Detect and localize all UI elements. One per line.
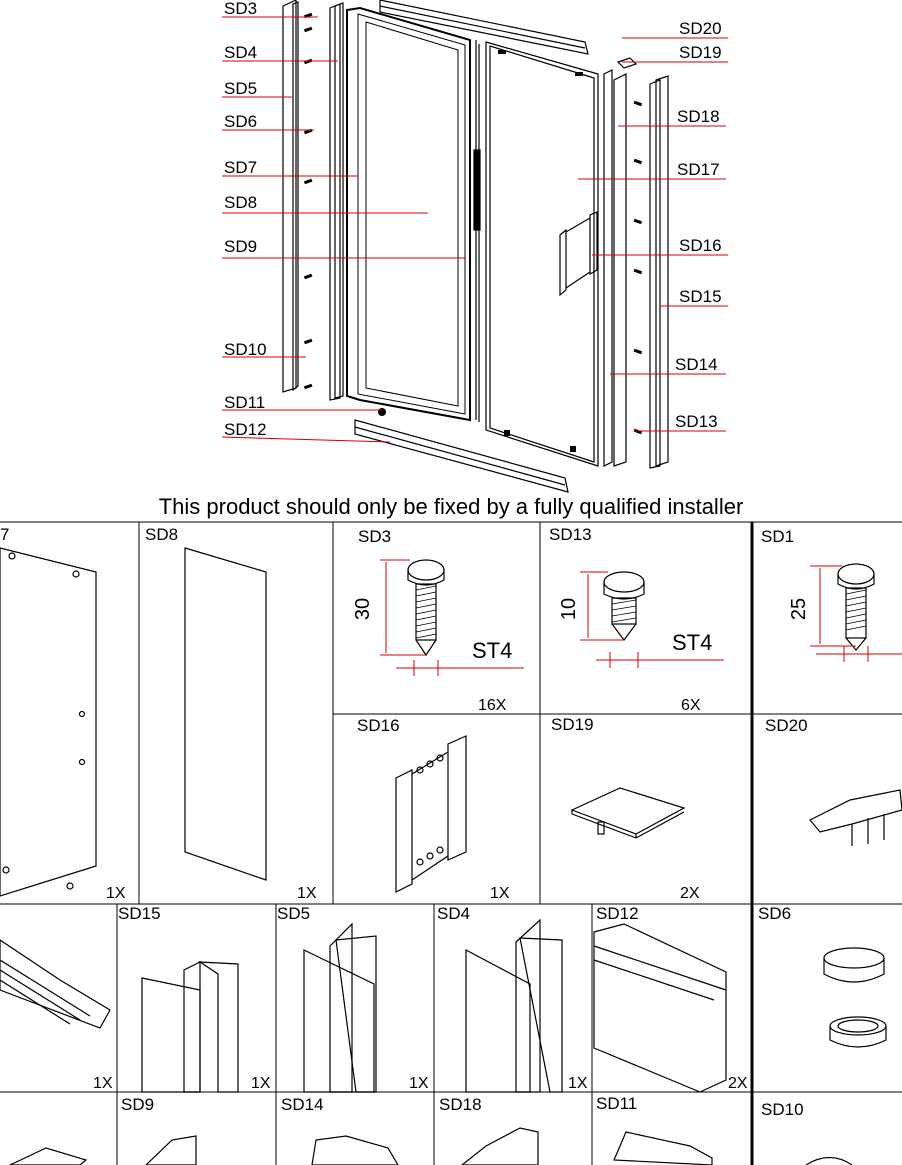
part-label: SD11	[596, 1094, 638, 1113]
callout-sd19: SD19	[679, 43, 722, 62]
part-label: SD1	[761, 527, 795, 546]
callout-sd17: SD17	[677, 160, 720, 179]
part-label: SD8	[145, 525, 179, 544]
callout-sd6: SD6	[224, 112, 258, 131]
part-quantity: 1X	[568, 1075, 588, 1092]
callout-sd3: SD3	[224, 0, 258, 18]
callout-sd4: SD4	[224, 43, 258, 62]
callout-sd20: SD20	[679, 19, 722, 38]
callout-sd9: SD9	[224, 237, 258, 256]
part-label: SD12	[596, 904, 639, 923]
part-quantity: 1X	[297, 885, 317, 902]
dimension-length: 25	[788, 597, 811, 621]
part-label: SD6	[758, 904, 792, 923]
part-quantity: 1X	[251, 1075, 271, 1092]
part-label: SD20	[765, 716, 808, 735]
callout-sd7: SD7	[224, 158, 258, 177]
part-label: SD13	[549, 525, 592, 544]
part-quantity: 2X	[728, 1075, 748, 1092]
part-quantity: 2X	[680, 885, 700, 902]
callout-sd18: SD18	[677, 107, 720, 126]
part-quantity: 1X	[93, 1075, 113, 1092]
part-label: SD5	[277, 904, 311, 923]
part-label: SD14	[281, 1095, 324, 1114]
callout-sd15: SD15	[679, 287, 722, 306]
callout-sd11: SD11	[224, 393, 266, 412]
callout-sd16: SD16	[679, 236, 722, 255]
part-quantity: 1X	[409, 1075, 429, 1092]
callout-sd8: SD8	[224, 193, 258, 212]
callout-sd10: SD10	[224, 340, 267, 359]
callout-sd14: SD14	[675, 355, 718, 374]
thread-spec: ST4	[672, 630, 713, 655]
dimension-length: 30	[352, 597, 375, 621]
thread-spec: ST4	[472, 638, 513, 663]
callout-sd13: SD13	[675, 412, 718, 431]
part-label: SD19	[551, 715, 594, 734]
part-label: SD3	[358, 527, 392, 546]
part-label: SD4	[437, 904, 471, 923]
part-quantity: 1X	[106, 885, 126, 902]
callout-sd12: SD12	[224, 420, 267, 439]
installer-notice: This product should only be fixed by a f…	[158, 494, 744, 519]
part-label: 7	[0, 525, 10, 544]
part-drawings	[0, 547, 875, 897]
part-quantity: 6X	[681, 697, 701, 714]
part-label: SD10	[761, 1100, 804, 1119]
part-label: SD15	[118, 904, 161, 923]
part-label: SD9	[121, 1095, 155, 1114]
dimension-length: 10	[558, 597, 581, 621]
part-label: SD16	[357, 716, 400, 735]
part-quantity: 1X	[490, 885, 510, 902]
part-quantity: 16X	[478, 697, 507, 714]
part-label: SD18	[439, 1095, 482, 1114]
callout-sd5: SD5	[224, 79, 258, 98]
